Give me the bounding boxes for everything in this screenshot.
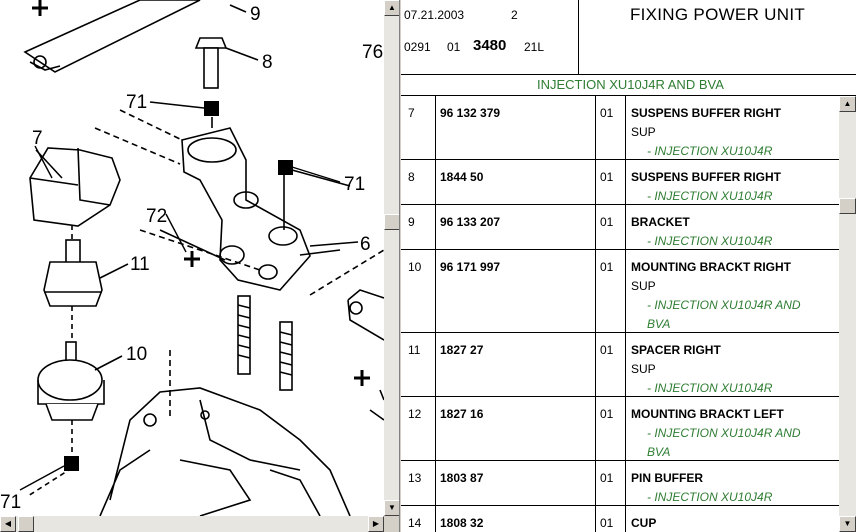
part-application: - INJECTION XU10J4R bbox=[647, 234, 773, 248]
parts-scroll-down-arrow-icon[interactable]: ▼ bbox=[839, 516, 856, 532]
part-quantity: 01 bbox=[596, 160, 626, 204]
part-name: BRACKET bbox=[631, 215, 690, 229]
part-name: MOUNTING BRACKT RIGHT bbox=[631, 260, 791, 274]
catalogue-header: 07.21.2003 2 0291 01 3480 21L FIXING POW… bbox=[401, 0, 856, 74]
scrollbar-corner bbox=[384, 516, 399, 532]
part-ref: 9 bbox=[401, 205, 436, 249]
part-description: PIN BUFFER - INJECTION XU10J4R bbox=[626, 461, 839, 505]
part-sup: SUP bbox=[631, 362, 656, 376]
part-number: 1844 50 bbox=[436, 160, 596, 204]
scroll-up-arrow-icon[interactable]: ▲ bbox=[384, 0, 399, 16]
part-name: PIN BUFFER bbox=[631, 471, 703, 485]
section-subtitle: INJECTION XU10J4R AND BVA bbox=[401, 74, 856, 96]
part-quantity: 01 bbox=[596, 96, 626, 159]
part-application: - INJECTION XU10J4R AND bbox=[647, 298, 801, 312]
parts-scroll-up-arrow-icon[interactable]: ▲ bbox=[839, 96, 856, 112]
part-application: - INJECTION XU10J4R bbox=[647, 490, 773, 504]
exploded-diagram: 9 8 76 71 7 71 72 6 11 10 71 bbox=[0, 0, 384, 516]
part-quantity: 01 bbox=[596, 461, 626, 505]
part-number: 96 133 207 bbox=[436, 205, 596, 249]
header-date: 07.21.2003 bbox=[404, 8, 465, 22]
part-application: BVA bbox=[647, 445, 671, 459]
part-quantity: 01 bbox=[596, 250, 626, 332]
drawing-horizontal-thumb[interactable] bbox=[18, 516, 34, 532]
part-quantity: 01 bbox=[596, 506, 626, 532]
part-ref: 8 bbox=[401, 160, 436, 204]
callout-9: 9 bbox=[250, 4, 261, 25]
part-application: BVA bbox=[647, 317, 671, 331]
scroll-right-arrow-icon[interactable]: ▶ bbox=[368, 516, 384, 532]
part-number: 96 171 997 bbox=[436, 250, 596, 332]
part-description: SUSPENS BUFFER RIGHT SUP - INJECTION XU10J… bbox=[626, 96, 839, 159]
part-number: 1827 27 bbox=[436, 333, 596, 396]
part-quantity: 01 bbox=[596, 205, 626, 249]
part-ref: 12 bbox=[401, 397, 436, 460]
part-application: - INJECTION XU10J4R bbox=[647, 144, 773, 158]
header-page: 2 bbox=[511, 8, 518, 22]
callout-71-bottom: 71 bbox=[0, 492, 21, 513]
part-description: SPACER RIGHT SUP - INJECTION XU10J4R bbox=[626, 333, 839, 396]
part-application: - INJECTION XU10J4R bbox=[647, 189, 773, 203]
part-description: CUP bbox=[626, 506, 839, 532]
part-description: MOUNTING BRACKT RIGHT SUP - INJECTION XU10… bbox=[626, 250, 839, 332]
part-ref: 14 bbox=[401, 506, 436, 532]
callout-6: 6 bbox=[360, 234, 371, 255]
part-name: SUSPENS BUFFER RIGHT bbox=[631, 170, 782, 184]
callout-76: 76 bbox=[362, 42, 383, 63]
part-name: MOUNTING BRACKT LEFT bbox=[631, 407, 784, 421]
part-ref: 10 bbox=[401, 250, 436, 332]
callout-71-top: 71 bbox=[126, 92, 147, 113]
parts-vertical-scrollbar[interactable]: ▲ ▼ bbox=[839, 96, 856, 532]
part-number: 1803 87 bbox=[436, 461, 596, 505]
drawing-horizontal-scrollbar[interactable]: ◀ ▶ bbox=[0, 516, 384, 532]
part-quantity: 01 bbox=[596, 397, 626, 460]
part-number: 96 132 379 bbox=[436, 96, 596, 159]
part-number: 1827 16 bbox=[436, 397, 596, 460]
header-variant: 21L bbox=[524, 40, 545, 54]
page-title: FIXING POWER UNIT bbox=[629, 5, 806, 24]
part-name: SPACER RIGHT bbox=[631, 343, 721, 357]
part-quantity: 01 bbox=[596, 333, 626, 396]
part-name: CUP bbox=[631, 516, 657, 530]
part-description: MOUNTING BRACKT LEFT - INJECTION XU10J4R … bbox=[626, 397, 839, 460]
callout-8: 8 bbox=[262, 52, 273, 73]
part-ref: 13 bbox=[401, 461, 436, 505]
part-application: - INJECTION XU10J4R bbox=[647, 381, 773, 395]
part-sup: SUP bbox=[631, 125, 656, 139]
part-ref: 11 bbox=[401, 333, 436, 396]
part-description: SUSPENS BUFFER RIGHT - INJECTION XU10J4R bbox=[626, 160, 839, 204]
drawing-vertical-thumb[interactable] bbox=[384, 214, 399, 230]
title-box: FIXING POWER UNIT bbox=[578, 0, 856, 74]
drawing-vertical-scrollbar[interactable]: ▲ ▼ bbox=[384, 0, 399, 516]
header-sub: 01 bbox=[447, 40, 461, 54]
callout-71-right: 71 bbox=[344, 174, 365, 195]
parts-scroll-thumb[interactable] bbox=[839, 198, 856, 214]
header-code: 0291 bbox=[404, 40, 431, 54]
callout-7: 7 bbox=[32, 128, 43, 149]
exploded-diagram-pane: 9 8 76 71 7 71 72 6 11 10 71 ▲ ▼ ◀ ▶ bbox=[0, 0, 400, 532]
part-name: SUSPENS BUFFER RIGHT bbox=[631, 106, 782, 120]
header-vehicle: 3480 bbox=[473, 37, 507, 54]
part-number: 1808 32 bbox=[436, 506, 596, 532]
callout-11: 11 bbox=[130, 254, 150, 275]
callout-72: 72 bbox=[146, 206, 167, 227]
part-application: - INJECTION XU10J4R AND bbox=[647, 426, 801, 440]
callout-10: 10 bbox=[126, 344, 147, 365]
part-sup: SUP bbox=[631, 279, 656, 293]
header-meta: 07.21.2003 2 0291 01 3480 21L bbox=[401, 0, 577, 74]
part-description: BRACKET - INJECTION XU10J4R bbox=[626, 205, 839, 249]
part-ref: 7 bbox=[401, 96, 436, 159]
scroll-left-arrow-icon[interactable]: ◀ bbox=[0, 516, 16, 532]
scroll-down-arrow-icon[interactable]: ▼ bbox=[384, 500, 399, 516]
